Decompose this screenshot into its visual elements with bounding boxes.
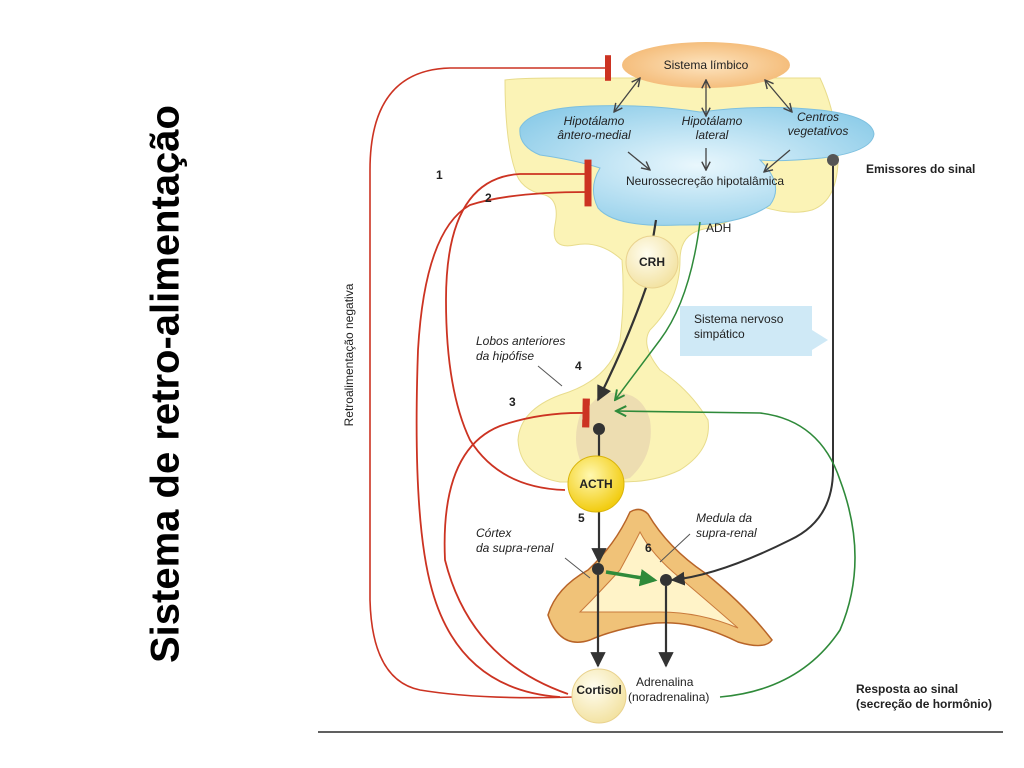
pointer-medula [659,533,691,563]
medula-dot [660,574,672,586]
pointer-cortex [564,557,591,579]
cortisol-ball [571,668,627,724]
label-crh: CRH [639,255,665,269]
label-centros-2: vegetativos [788,124,849,138]
label-neurosecrecao: Neurossecreção hipotalâmica [626,174,784,188]
arrow-antero-neuro [627,151,650,170]
crh-ball [625,235,679,289]
arrow-limbic-antero [614,78,640,112]
label-cortex-1: Córtex [476,526,512,540]
label-cortex-2: da supra-renal [476,541,554,555]
feedback-loop-2 [415,177,592,698]
nervoso-box [680,306,828,356]
arrow-cortex-medula [605,569,658,587]
label-lobos-2: da hipófise [476,349,534,363]
arrow-limbic-centros [765,80,792,112]
label-emissores: Emissores do sinal [866,162,975,176]
label-hypo-antero-2: ântero-medial [557,128,631,142]
label-adh: ADH [706,221,731,235]
label-medula-1: Medula da [696,511,752,525]
acth-ball [567,455,625,513]
feedback-loop-1 [445,159,592,491]
feedback-loop-3 [443,398,590,695]
side-label: Retroalimentação negativa [342,283,356,426]
label-limbic: Sistema límbico [664,58,749,72]
label-acth: ACTH [579,477,612,491]
limbic-system [622,42,790,88]
sympathetic-path [670,166,834,586]
label-adrenalina-2: (noradrenalina) [628,690,709,704]
label-centros-1: Centros [797,110,839,124]
label-hypo-antero-1: Hipotálamo [564,114,625,128]
step-number-4: 4 [575,359,582,373]
arrow-centros-neuro [764,149,791,172]
step-number-1: 1 [436,168,443,182]
step-number-3: 3 [509,395,516,409]
feedback-loop-limbic [369,55,612,699]
label-hypo-lateral-1: Hipotálamo [682,114,743,128]
pointer-lobos [537,365,563,387]
label-hypo-lateral-2: lateral [696,128,729,142]
label-cortisol: Cortisol [576,683,621,697]
label-nervoso-2: simpático [694,327,745,341]
label-nervoso-1: Sistema nervoso [694,312,784,326]
label-resposta-1: Resposta ao sinal [856,682,958,696]
hypothalamus-band [519,105,875,226]
step-number-2: 2 [485,191,492,205]
adh-path [615,221,701,400]
step-number-5: 5 [578,511,585,525]
emissor-dot [827,154,839,166]
green-response-loop [616,411,856,698]
pituitary-dot [593,423,605,435]
label-resposta-2: (secreção de hormônio) [856,697,992,711]
cortex-dot [592,563,604,575]
label-lobos-1: Lobos anteriores [476,334,565,348]
label-adrenalina-1: Adrenalina [636,675,694,689]
label-medula-2: supra-renal [696,526,757,540]
step-number-6: 6 [645,541,652,555]
